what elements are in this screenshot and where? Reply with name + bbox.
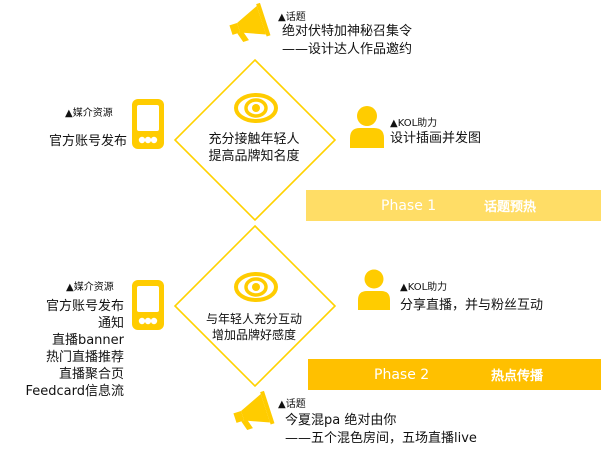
phase1-media-line1: 官方账号发布	[49, 134, 128, 149]
eye-icon	[234, 93, 278, 123]
phase1-bar-title: 话题预热	[484, 200, 537, 215]
phase2-center-line1: 与年轻人充分互动	[205, 312, 302, 326]
phase2-topic-line1: 今夏混pa 绝对由你	[285, 413, 397, 428]
megaphone-icon	[229, 2, 271, 42]
phase2-bar-phase: Phase 2	[374, 366, 430, 383]
phase2-topic-line2: ——五个混色房间，五场直播live	[285, 431, 477, 446]
phase1-kol-label: ▲KOL助力	[390, 118, 438, 129]
phase2-topic-label: ▲话题	[278, 399, 306, 410]
phase1-topic-line2: ——设计达人作品邀约	[282, 42, 413, 57]
phase1-media-label: ▲媒介资源	[65, 108, 113, 119]
phase1-topic-line1: 绝对伏特加神秘召集令	[282, 24, 413, 39]
eye-icon	[234, 272, 278, 302]
phase1-center-line2: 提高品牌知名度	[208, 149, 300, 164]
megaphone-icon	[233, 390, 275, 430]
phase2-media-label: ▲媒介资源	[66, 282, 114, 293]
phase2-media-line-5: 直播聚合页	[58, 367, 124, 382]
phase2-media-line-1: 官方账号发布	[45, 299, 124, 314]
phase2-kol-label: ▲KOL助力	[400, 282, 448, 293]
phase1-kol-line1: 设计插画并发图	[390, 131, 482, 146]
phone-icon	[132, 280, 164, 330]
phase2-diamond	[173, 224, 337, 388]
phase2-media-line-3: 直播banner	[51, 333, 124, 348]
phase2-media-line-2: 通知	[97, 316, 124, 331]
phase2-media-line-6: Feedcard信息流	[25, 384, 125, 399]
phase2-center-line2: 增加品牌好感度	[211, 328, 296, 342]
phase2-bar-title: 热点传播	[491, 369, 544, 384]
phase1-bar: Phase 1 话题预热	[306, 190, 601, 221]
phase2-bar: Phase 2 热点传播	[308, 359, 601, 390]
phone-icon	[132, 99, 164, 149]
phase1-diamond	[173, 58, 337, 222]
person-icon	[358, 269, 390, 310]
phase2-kol-line1: 分享直播，并与粉丝互动	[400, 298, 544, 313]
phase1-center-line1: 充分接触年轻人	[208, 132, 300, 147]
phase1-topic-label: ▲话题	[278, 12, 306, 23]
person-icon	[350, 106, 384, 148]
phase1-bar-phase: Phase 1	[381, 197, 437, 214]
phase2-media-line-4: 热门直播推荐	[45, 350, 124, 365]
